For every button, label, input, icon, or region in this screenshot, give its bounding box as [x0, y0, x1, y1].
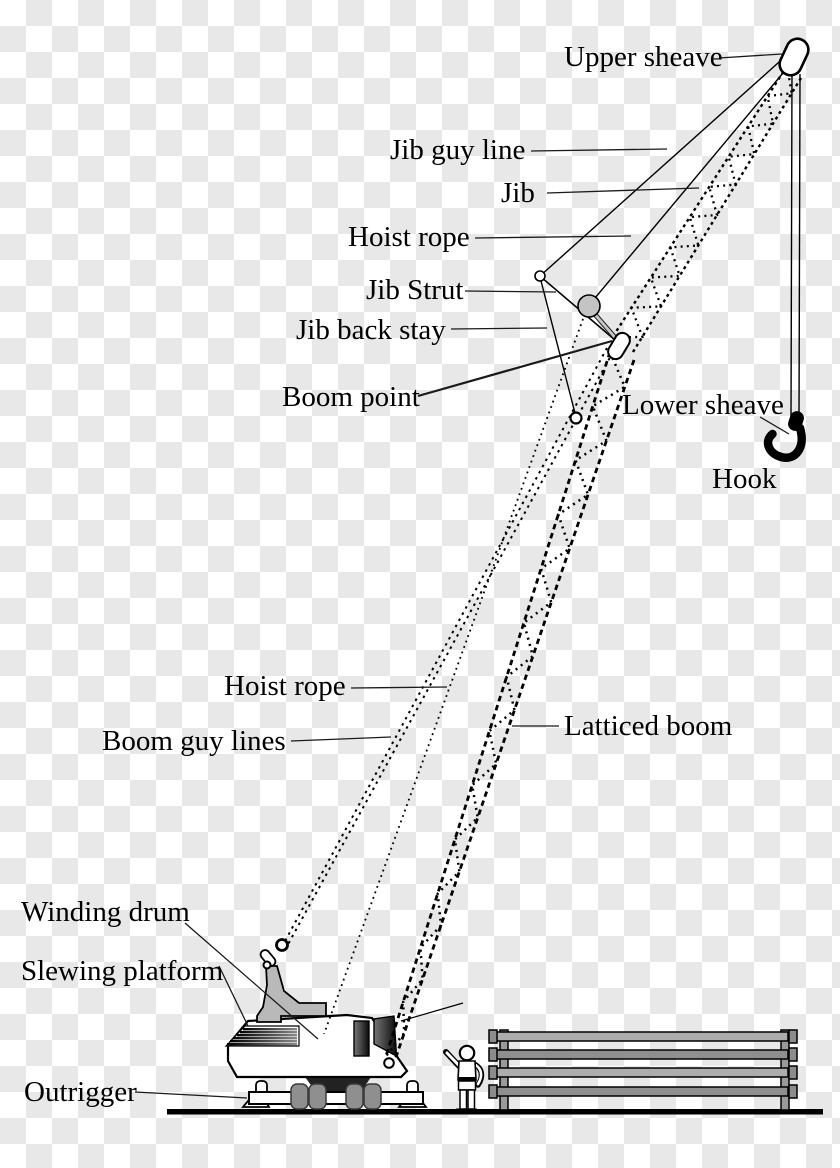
boom-guy-line-shape	[285, 351, 614, 949]
hoist-rope-lower-shape	[323, 307, 588, 1035]
leader-jib-strut	[464, 290, 557, 293]
leader-lower-sheave	[759, 416, 790, 435]
jib-truss	[611, 65, 794, 340]
jib-chord	[631, 77, 803, 353]
cab-window	[353, 1020, 370, 1057]
material-stack	[488, 1029, 798, 1111]
jib-chord	[610, 65, 789, 339]
label-jib: Jib	[501, 177, 535, 209]
label-upper-sheave: Upper sheave	[564, 41, 723, 73]
label-jib-back-stay: Jib back stay	[296, 314, 446, 346]
label-lower-sheave: Lower sheave	[622, 389, 784, 421]
label-hoist-rope-lower: Hoist rope	[224, 670, 346, 702]
pendant-line	[400, 1002, 464, 1022]
leader-winding-drum	[184, 922, 319, 1040]
gantry-lower-pin	[262, 960, 272, 970]
worker-figure	[443, 1044, 485, 1111]
boom-truss	[385, 351, 627, 1057]
boom-point-sheave-shape	[607, 331, 631, 361]
hoist-rope-upper-shape	[589, 60, 794, 305]
gantry-top-pin	[275, 938, 289, 952]
stack-beams	[495, 1031, 789, 1097]
worker-head	[458, 1044, 476, 1062]
leader-boom-point	[417, 339, 613, 398]
upper-sheave-shape	[778, 37, 810, 77]
worker-leg	[459, 1089, 468, 1110]
crane-base	[224, 949, 428, 1110]
leader-outrigger	[134, 1091, 248, 1099]
joints	[262, 37, 810, 1069]
label-jib-strut: Jib Strut	[366, 274, 464, 306]
stack-beam-caps	[488, 1029, 798, 1099]
gantry-link	[259, 949, 277, 967]
jib-guy-line-shape	[539, 53, 789, 277]
label-hook: Hook	[712, 463, 777, 495]
ground-line	[167, 1109, 823, 1115]
boom-foot-pivot	[383, 1057, 395, 1069]
leader-boom-guy-lines	[290, 736, 392, 742]
back-stay-anchor-pin	[569, 411, 583, 425]
label-slewing-platform: Slewing platform	[21, 955, 224, 987]
leader-hoist-rope-upper	[474, 235, 632, 239]
jib-strut-tip-pin	[534, 270, 546, 282]
worker-belt	[458, 1077, 476, 1081]
jib-lattice	[610, 65, 803, 353]
hook-curve	[763, 423, 806, 462]
label-winding-drum: Winding drum	[21, 896, 190, 928]
worker-leg	[467, 1089, 476, 1110]
gantry-frame	[256, 965, 327, 1023]
label-boom-point: Boom point	[282, 381, 420, 413]
leader-jib-guy-line	[530, 148, 668, 152]
rigging-lines	[283, 53, 801, 1035]
jib-back-stay-shape	[539, 276, 577, 418]
label-outrigger: Outrigger	[24, 1076, 137, 1108]
label-hoist-rope-upper: Hoist rope	[348, 221, 470, 253]
leader-jib	[546, 187, 700, 194]
crawler-tracks	[290, 1083, 382, 1110]
engine-vent	[224, 1025, 300, 1047]
outrigger-beam	[248, 1091, 424, 1105]
boom-lattice	[384, 351, 636, 1061]
hoist-fall-line	[798, 73, 801, 419]
hoist-pulley	[577, 294, 601, 318]
leader-jib-back-stay	[450, 327, 548, 330]
label-latticed-boom: Latticed boom	[564, 710, 733, 742]
boom-guy-line-shape	[283, 347, 608, 944]
leader-upper-sheave	[718, 53, 783, 59]
label-boom-guy-lines: Boom guy lines	[102, 725, 286, 757]
leader-slewing-platform	[218, 965, 249, 1027]
hoist-fall-line	[790, 69, 793, 419]
leader-hoist-rope-lower	[350, 686, 448, 689]
hook-shape	[763, 411, 806, 462]
label-jib-guy-line: Jib guy line	[390, 134, 526, 166]
leader-lines	[134, 53, 790, 1099]
